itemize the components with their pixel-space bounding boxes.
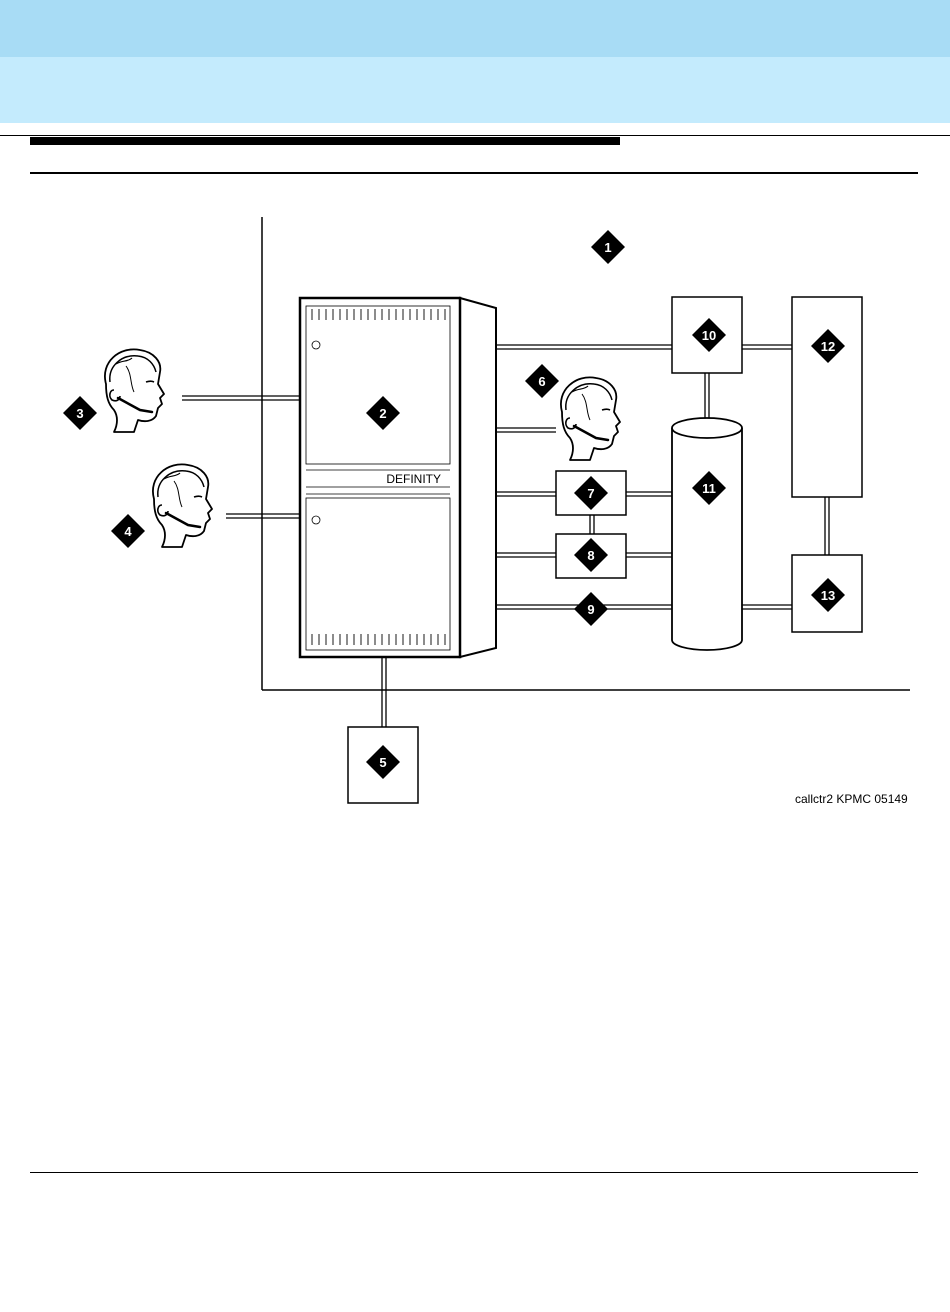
callout-3: 3 (63, 396, 97, 430)
switch-label: DEFINITY (386, 472, 441, 486)
database-cylinder-11 (672, 418, 742, 650)
callout-3-label: 3 (76, 406, 83, 421)
callout-13-label: 13 (821, 588, 835, 603)
callout-11-label: 11 (702, 481, 716, 496)
callout-12-label: 12 (821, 339, 835, 354)
callout-9-label: 9 (587, 602, 594, 617)
callout-7-label: 7 (587, 486, 594, 501)
agent-6-icon (561, 377, 620, 460)
figure-caption-id: callctr2 KPMC 05149 (795, 792, 908, 806)
definity-switch-cabinet: DEFINITY (300, 298, 496, 657)
callout-4-label: 4 (124, 524, 132, 539)
agent-3-icon (105, 349, 164, 432)
callout-10-label: 10 (702, 328, 716, 343)
callout-9: 9 (574, 592, 608, 626)
callout-1: 1 (591, 230, 625, 264)
callout-2-label: 2 (379, 406, 386, 421)
agent-4-icon (153, 464, 212, 547)
callout-4: 4 (111, 514, 145, 548)
box-12 (792, 297, 862, 497)
callout-5-label: 5 (379, 755, 386, 770)
callout-6: 6 (525, 364, 559, 398)
callout-8-label: 8 (587, 548, 594, 563)
callout-6-label: 6 (538, 374, 545, 389)
callout-1-label: 1 (604, 240, 611, 255)
